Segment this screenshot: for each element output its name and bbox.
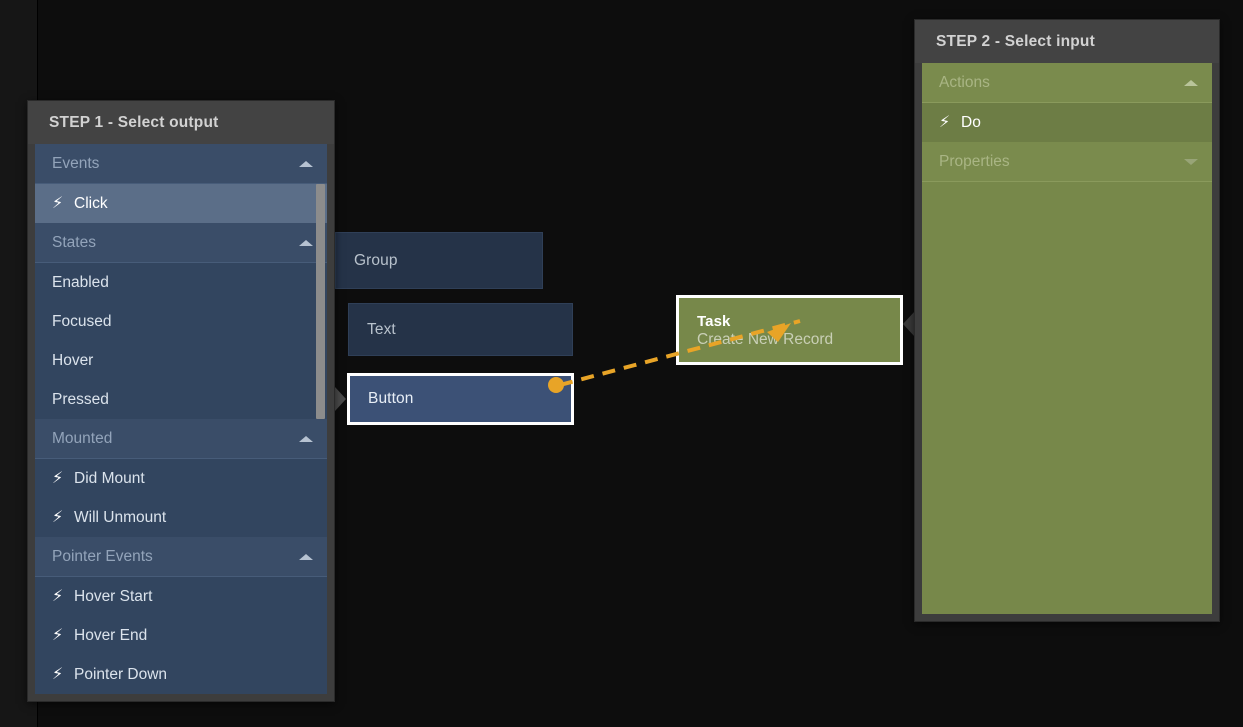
section-label: Mounted xyxy=(52,429,113,447)
step2-list: Actions ⚡ Do Properties xyxy=(922,63,1212,614)
section-label: Properties xyxy=(939,152,1010,170)
step1-panel-title: STEP 1 - Select output xyxy=(28,101,334,144)
list-item-did-mount[interactable]: ⚡ Did Mount xyxy=(35,459,327,498)
group-node[interactable]: Group xyxy=(335,232,543,289)
section-label: Events xyxy=(52,154,100,172)
step1-scrollbar-thumb[interactable] xyxy=(316,184,325,419)
list-item-label: Pointer Down xyxy=(74,665,168,683)
task-node-subtitle: Create New Record xyxy=(697,331,834,348)
list-item-click[interactable]: ⚡ Click xyxy=(35,184,327,223)
list-item-hover[interactable]: Hover xyxy=(35,341,327,380)
bolt-icon: ⚡ xyxy=(52,587,64,605)
section-label: Pointer Events xyxy=(52,547,153,565)
list-item-pointer-down[interactable]: ⚡ Pointer Down xyxy=(35,655,327,694)
list-item-label: Hover xyxy=(52,351,94,369)
bolt-icon: ⚡ xyxy=(52,194,64,212)
button-node[interactable]: Button xyxy=(347,373,574,425)
step2-panel-title: STEP 2 - Select input xyxy=(915,20,1219,63)
list-item-label: Did Mount xyxy=(74,469,145,487)
list-item-enabled[interactable]: Enabled xyxy=(35,263,327,302)
task-node-output-port-icon[interactable] xyxy=(903,311,915,337)
button-node-title: Button xyxy=(368,390,414,407)
chevron-up-icon[interactable] xyxy=(299,553,313,560)
chevron-up-icon[interactable] xyxy=(299,435,313,442)
text-node-title: Text xyxy=(367,320,396,338)
section-header-events[interactable]: Events xyxy=(35,144,327,184)
bolt-icon: ⚡ xyxy=(52,626,64,644)
list-item-hover-start[interactable]: ⚡ Hover Start xyxy=(35,577,327,616)
section-header-properties[interactable]: Properties xyxy=(922,142,1212,182)
group-node-title: Group xyxy=(354,251,398,269)
chevron-up-icon[interactable] xyxy=(299,239,313,246)
list-item-label: Will Unmount xyxy=(74,508,167,526)
task-node-title: Task xyxy=(697,313,731,330)
list-item-label: Do xyxy=(961,113,981,131)
bolt-icon: ⚡ xyxy=(52,508,64,526)
step2-panel: STEP 2 - Select input Actions ⚡ Do Prope… xyxy=(914,19,1220,622)
list-item-do[interactable]: ⚡ Do xyxy=(922,103,1212,142)
list-item-hover-end[interactable]: ⚡ Hover End xyxy=(35,616,327,655)
list-item-will-unmount[interactable]: ⚡ Will Unmount xyxy=(35,498,327,537)
section-label: Actions xyxy=(939,73,990,91)
task-node[interactable]: Task Create New Record xyxy=(676,295,903,365)
section-header-actions[interactable]: Actions xyxy=(922,63,1212,103)
bolt-icon: ⚡ xyxy=(52,665,64,683)
list-item-pressed[interactable]: Pressed xyxy=(35,380,327,419)
bolt-icon: ⚡ xyxy=(52,469,64,487)
step1-panel-body: Events ⚡ Click States Enabled Focused xyxy=(35,144,327,694)
bolt-icon: ⚡ xyxy=(939,113,951,131)
list-item-label: Pressed xyxy=(52,390,109,408)
text-node[interactable]: Text xyxy=(348,303,573,356)
section-header-mounted[interactable]: Mounted xyxy=(35,419,327,459)
step2-panel-body: Actions ⚡ Do Properties xyxy=(922,63,1212,614)
chevron-down-icon[interactable] xyxy=(1184,158,1198,165)
list-item-label: Hover Start xyxy=(74,587,153,605)
step1-panel: STEP 1 - Select output Events ⚡ Click St… xyxy=(27,100,335,702)
section-header-states[interactable]: States xyxy=(35,223,327,263)
list-item-label: Focused xyxy=(52,312,112,330)
list-item-focused[interactable]: Focused xyxy=(35,302,327,341)
chevron-up-icon[interactable] xyxy=(1184,79,1198,86)
step1-list: Events ⚡ Click States Enabled Focused xyxy=(35,144,327,694)
section-label: States xyxy=(52,233,96,251)
list-item-label: Click xyxy=(74,194,108,212)
section-header-pointer-events[interactable]: Pointer Events xyxy=(35,537,327,577)
step1-scrollbar[interactable] xyxy=(316,146,325,692)
button-node-input-port-icon[interactable] xyxy=(335,387,346,411)
list-item-label: Hover End xyxy=(74,626,148,644)
list-item-label: Enabled xyxy=(52,273,109,291)
chevron-up-icon[interactable] xyxy=(299,160,313,167)
